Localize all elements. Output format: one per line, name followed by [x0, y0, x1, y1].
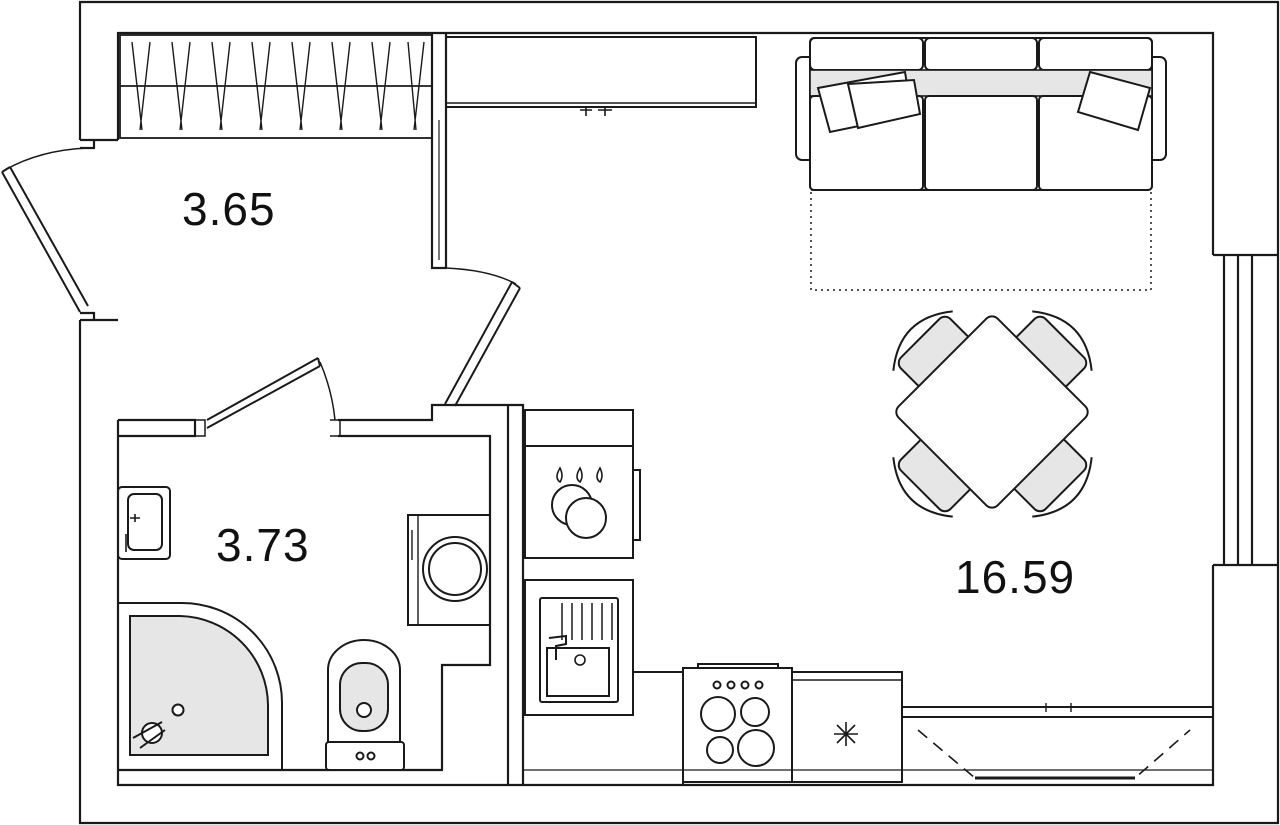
- sofa: [795, 37, 1167, 291]
- entrance-jamb-bottom: [80, 311, 118, 322]
- wash-basin: [117, 486, 171, 560]
- wardrobe: [119, 34, 433, 139]
- doors: [1, 147, 521, 429]
- dining-table: [895, 315, 1089, 509]
- boiler: [524, 445, 641, 559]
- pillow-right: [1076, 70, 1152, 132]
- shower-cabin: [117, 601, 284, 771]
- tv-cabinet: [445, 36, 757, 116]
- entrance-jamb-top: [80, 138, 118, 150]
- window-right: [1213, 253, 1278, 567]
- living-room-door: [444, 267, 521, 407]
- kitchen-sink: [524, 579, 634, 716]
- electric-stove: [682, 663, 793, 783]
- area-label-hall: 3.65: [182, 183, 276, 235]
- bathroom-door: [206, 357, 336, 429]
- entrance-door: [1, 147, 89, 313]
- partition-hall: [430, 33, 448, 270]
- toilet: [325, 639, 405, 771]
- kitchen: [524, 409, 1214, 785]
- outer-wall: [78, 0, 1280, 825]
- walls: [78, 0, 1280, 825]
- fridge: [791, 671, 903, 783]
- dining-set: [892, 310, 1093, 518]
- rug: [810, 189, 1152, 291]
- bathroom-wall-top: [118, 403, 525, 785]
- pillow-left-front: [846, 78, 922, 130]
- bathroom-fixtures: [117, 486, 491, 771]
- washing-machine: [407, 514, 491, 626]
- area-label-living: 16.59: [955, 551, 1075, 603]
- window-sill: [901, 703, 1214, 780]
- area-label-bathroom: 3.73: [216, 519, 310, 571]
